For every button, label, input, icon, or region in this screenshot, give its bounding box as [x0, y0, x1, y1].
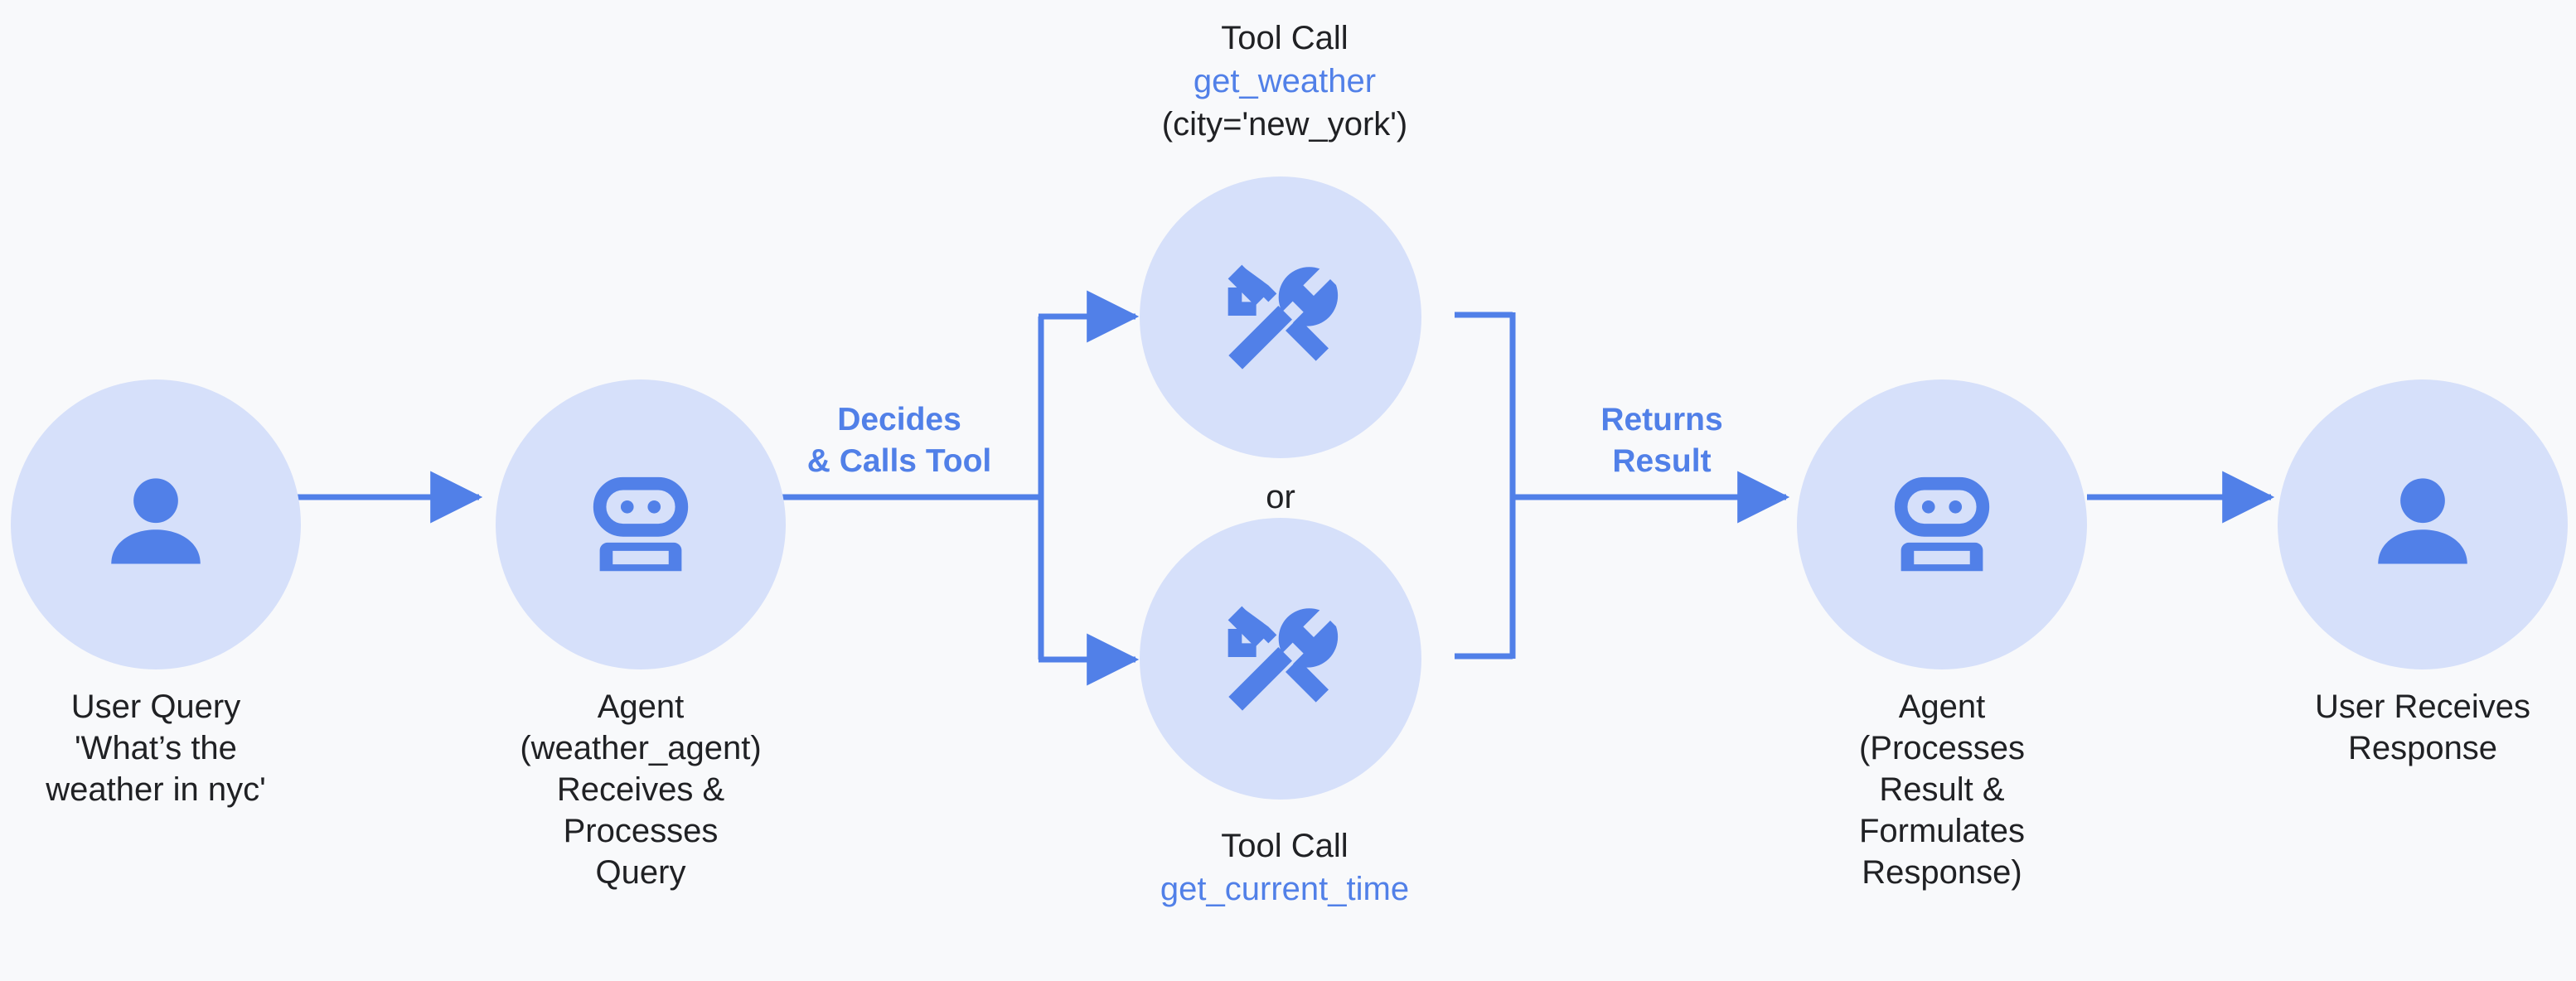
tool-weather-prefix: Tool Call	[1221, 20, 1349, 56]
edge-label-returns: Returns Result	[1600, 402, 1723, 479]
user-icon	[94, 462, 218, 587]
node-agent-receives[interactable]	[496, 379, 786, 669]
node-agent-processes[interactable]	[1797, 379, 2087, 669]
tool-weather-args: (city='new_york')	[1161, 106, 1408, 143]
node-agent-processes-label: Agent (Processes Result & Formulates Res…	[1858, 689, 2026, 891]
node-user-query-label: User Query 'What’s the weather in nyc'	[46, 689, 266, 808]
tools-icon	[1214, 592, 1347, 725]
tools-icon	[1214, 251, 1347, 384]
branch-or-label: or	[1266, 479, 1295, 515]
node-agent-receives-label: Agent (weather_agent) Receives & Process…	[520, 689, 762, 891]
node-user-query[interactable]	[11, 379, 301, 669]
node-user-receives[interactable]	[2278, 379, 2568, 669]
tool-time-function: get_current_time	[1160, 871, 1410, 907]
edge-label-decides: Decides & Calls Tool	[806, 402, 992, 479]
node-user-receives-label: User Receives Response	[2314, 689, 2531, 766]
user-icon	[2361, 462, 2485, 587]
tool-time-prefix: Tool Call	[1221, 828, 1349, 864]
tool-weather-function: get_weather	[1193, 63, 1377, 99]
node-tool-time[interactable]	[1140, 518, 1421, 800]
robot-icon	[579, 462, 703, 587]
robot-icon	[1880, 462, 2004, 587]
node-tool-weather[interactable]	[1140, 176, 1421, 458]
node-tool-time-label: Tool Call get_current_time	[1077, 824, 1492, 911]
node-tool-weather-label: Tool Call get_weather (city='new_york')	[1077, 17, 1492, 146]
